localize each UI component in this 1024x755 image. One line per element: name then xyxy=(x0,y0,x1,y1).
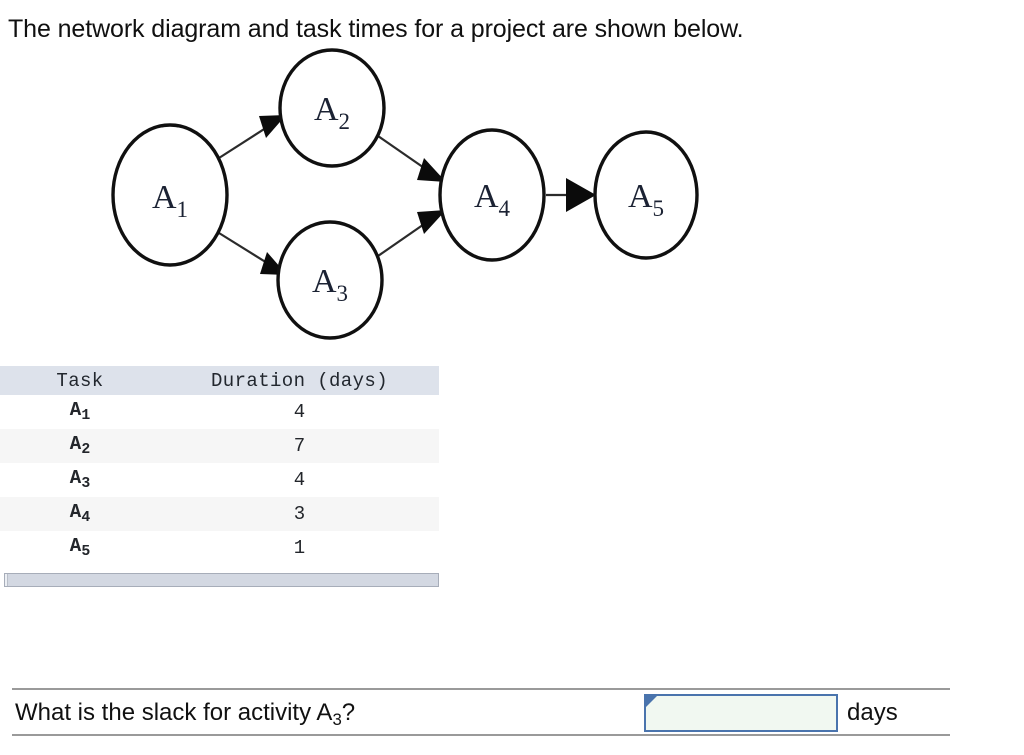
task-label: A5 xyxy=(69,535,91,561)
node-a3: A3 xyxy=(276,220,384,340)
answer-row-bottom-rule xyxy=(12,734,950,736)
node-a2: A2 xyxy=(278,48,386,168)
column-header-task: Task xyxy=(0,366,160,395)
edge-a3-a4 xyxy=(377,210,446,257)
node-a1: A1 xyxy=(111,123,229,267)
table-row: A3 4 xyxy=(0,463,439,497)
edge-a1-a3 xyxy=(218,232,287,275)
edge-a2-a4-line xyxy=(377,135,431,173)
task-label-subscript: 5 xyxy=(81,544,91,561)
prompt-text: The network diagram and task times for a… xyxy=(8,15,744,43)
answer-row: What is the slack for activity A3? days xyxy=(0,688,1024,742)
network-diagram: A1 A2 A3 A4 A5 xyxy=(0,48,760,353)
answer-input[interactable] xyxy=(644,694,838,732)
task-label: A3 xyxy=(69,467,91,493)
cell-task: A4 xyxy=(0,497,160,531)
table-row: A5 1 xyxy=(0,531,439,565)
question-suffix: ? xyxy=(341,699,356,726)
edge-a1-a2-line xyxy=(218,123,273,159)
question-text: What is the slack for activity A3? xyxy=(15,698,355,735)
question-prefix: What is the slack for activity A xyxy=(15,699,333,726)
cell-task: A2 xyxy=(0,429,160,463)
answer-row-top-rule xyxy=(12,688,950,690)
cell-task: A5 xyxy=(0,531,160,565)
table-row: A1 4 xyxy=(0,395,439,429)
task-label-subscript: 3 xyxy=(81,476,91,493)
edge-a1-a2-arrowhead xyxy=(259,115,286,138)
task-label-subscript: 2 xyxy=(81,442,91,459)
cell-task: A1 xyxy=(0,395,160,429)
edge-a3-a4-arrowhead xyxy=(417,210,446,234)
task-label: A2 xyxy=(69,433,91,459)
units-label: days xyxy=(847,699,898,726)
task-label: A4 xyxy=(69,501,91,527)
scrollbar-thumb[interactable] xyxy=(5,574,8,586)
cell-duration: 3 xyxy=(160,497,439,531)
edge-a4-a5 xyxy=(546,178,596,212)
edge-a1-a3-line xyxy=(218,232,273,267)
task-label-subscript: 1 xyxy=(81,408,91,425)
edge-a1-a2 xyxy=(218,115,286,159)
table-row: A2 7 xyxy=(0,429,439,463)
edge-a2-a4 xyxy=(377,135,446,182)
node-a4: A4 xyxy=(438,128,546,262)
table-header-row: Task Duration (days) xyxy=(0,366,439,395)
column-header-duration: Duration (days) xyxy=(160,366,439,395)
cell-duration: 7 xyxy=(160,429,439,463)
edge-a2-a4-arrowhead xyxy=(417,158,446,182)
table-horizontal-scrollbar[interactable] xyxy=(4,573,439,587)
task-label: A1 xyxy=(69,399,91,425)
cell-duration: 4 xyxy=(160,463,439,497)
cell-task: A3 xyxy=(0,463,160,497)
task-label-subscript: 4 xyxy=(81,510,91,527)
table-row: A4 3 xyxy=(0,497,439,531)
cell-duration: 1 xyxy=(160,531,439,565)
node-a5: A5 xyxy=(593,130,699,260)
cell-duration: 4 xyxy=(160,395,439,429)
question-subscript: 3 xyxy=(332,710,342,730)
edge-a4-a5-arrowhead xyxy=(566,178,596,212)
edge-a3-a4-line xyxy=(377,219,431,257)
